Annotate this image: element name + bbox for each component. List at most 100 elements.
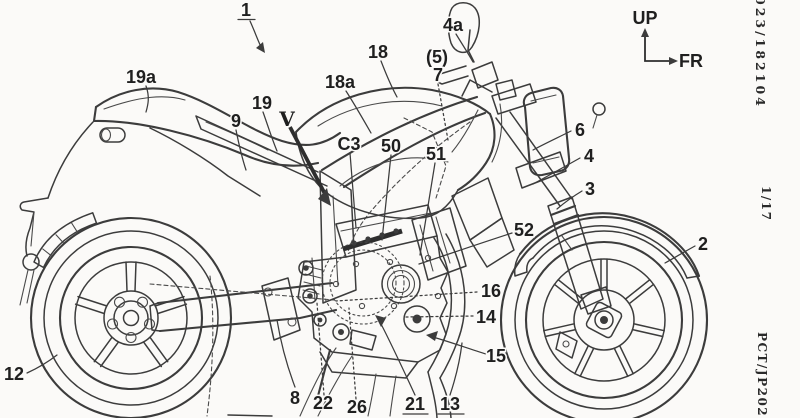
brake-hose [491,103,503,163]
ref-label-50: 50 [381,136,401,156]
ref-label-19: 19 [252,93,272,113]
clutch-cover [381,264,421,304]
handlebar-riser [471,61,499,89]
subframe [195,115,328,187]
leader-9 [235,129,247,171]
leader-50 [381,154,392,241]
leader-lines [26,20,696,400]
leader-C3 [349,152,357,229]
horn [592,102,606,116]
ref-label-18a: 18a [325,72,356,92]
leader-26 [348,307,357,400]
leader-15 [432,336,487,355]
ref-label-6: 6 [575,120,585,140]
mirror [447,2,480,54]
front-direction-label: FR [679,51,703,71]
margin-texts: 023/182104 1/17 PCT/JP2023 [753,0,773,418]
round-cover [403,305,431,333]
leader-7 [437,83,449,141]
ref-label-C3: C3 [337,134,360,154]
leader-19 [262,111,278,152]
lower-triple-clamp [515,151,567,189]
application-number: PCT/JP2023 [755,332,769,418]
side-stand [316,348,332,402]
publication-number: 023/182104 [753,0,768,109]
leader-21 [379,321,416,396]
ref-label-4a: 4a [443,15,464,35]
leader-22 [316,302,325,396]
direction-compass: UP FR [632,8,703,71]
master-cylinder [495,79,517,101]
front-tire-outer [499,215,709,418]
rear-mudguard [33,212,98,269]
taillight [99,127,126,143]
leader-51 [419,162,436,256]
rear-wheel [29,216,233,418]
axle-clamp [580,286,612,315]
front-brake-caliper [555,331,578,359]
engine [297,204,449,379]
ref-label-26: 26 [347,397,367,417]
ref-label-22: 22 [313,393,333,413]
leader-4a [455,33,474,63]
leader-3 [556,190,583,210]
shroud-panel [451,177,503,241]
mirror-stalk [467,29,475,63]
underbody-lines [227,329,397,417]
exhaust-pipes [427,233,466,418]
hidden-airbox [403,117,447,199]
ref-label-12: 12 [4,364,24,384]
ref-label-5: (5) [426,47,448,67]
fr-arrowhead [669,57,678,65]
ref-label-21: 21 [405,394,425,414]
swingarm [149,257,338,417]
sheet-number: 1/17 [759,186,773,221]
ref-label-51: 51 [426,144,446,164]
top-triple-clamp [491,83,537,115]
leader-18a [345,90,372,134]
headlight [522,86,606,177]
ref-label-3: 3 [585,179,595,199]
leader-2 [664,245,696,264]
ref-label-9: 9 [231,111,241,131]
front-hub [573,289,635,351]
leader-15-arrowhead [426,331,438,341]
rear-hub [103,290,159,346]
radiator [411,207,467,281]
handlebar-grip [436,65,469,85]
rear-fender-license-bracket [19,121,98,306]
leader-21-arrowhead [375,315,386,327]
tail-seat-unit [92,87,342,197]
radiator-shroud [411,177,515,281]
leader-8 [276,319,296,388]
leader-6 [532,130,572,151]
ref-label-15: 15 [486,346,506,366]
up-direction-label: UP [632,8,657,28]
leader-12 [26,354,58,374]
footpeg-hanger [261,277,301,341]
steering-head [461,79,493,97]
ref-label-4: 4 [584,146,594,166]
leader-16 [335,291,478,302]
leader-52 [418,232,513,265]
leader-18 [380,60,398,98]
up-arrowhead [641,28,649,37]
leader-13 [449,342,463,396]
ref-label-7: 7 [433,65,443,85]
ref-label-8: 8 [290,388,300,408]
leader-14 [404,315,474,318]
view-arrow-head [318,188,331,206]
tank-shoulder-line [317,100,443,127]
leader-19a [145,85,149,113]
reference-labels: 1 19a 19 9 V 18a 18 (5) 7 4a C3 50 51 6 … [2,0,709,418]
ref-label-13: 13 [440,394,460,414]
rear-tire-outer [29,216,233,418]
ref-label-18: 18 [368,42,388,62]
front-spokes [543,258,665,378]
front-wheel [499,215,709,418]
ref-label-52: 52 [514,220,534,240]
ref-label-19a: 19a [126,67,157,87]
ref-label-16: 16 [481,281,501,301]
